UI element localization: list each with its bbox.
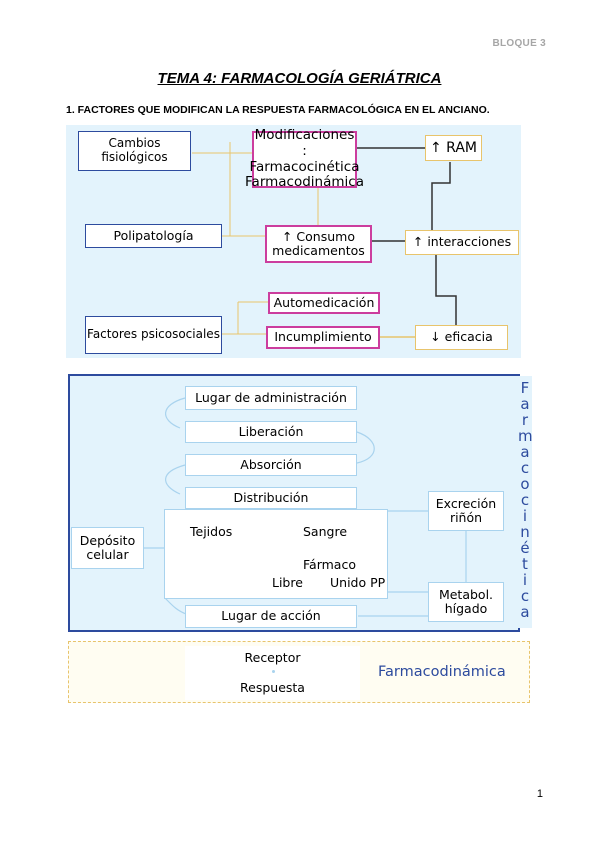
farmacodinamica-label: Farmacodinámica <box>245 174 364 191</box>
consumo-medicamentos-box: ↑ Consumo medicamentos <box>265 225 372 263</box>
header-bloque: BLOQUE 3 <box>492 38 546 49</box>
lugar-administracion-box: Lugar de administración <box>185 386 357 410</box>
vertical-letter: r <box>521 411 529 429</box>
vertical-letter: F <box>520 379 530 397</box>
absorcion-box: Absorción <box>185 454 357 476</box>
lugar-accion-box: Lugar de acción <box>185 605 357 628</box>
vertical-letter: a <box>520 603 530 621</box>
tejidos-sangre-box <box>164 509 388 599</box>
libre-label: Libre <box>272 575 303 590</box>
vertical-letter: c <box>520 587 530 605</box>
modificaciones-label: Modificaciones : <box>254 127 355 159</box>
vertical-letter: a <box>520 443 530 461</box>
respuesta-label: Respuesta <box>240 680 305 695</box>
unido-pp-label: Unido PP <box>330 575 386 590</box>
farmaco-label: Fármaco <box>303 557 356 572</box>
farmacocinetica-label: Farmacocinética <box>249 158 360 175</box>
vertical-letter: m <box>518 427 533 445</box>
vertical-letter: t <box>522 555 528 573</box>
incumplimiento-box: Incumplimiento <box>266 326 380 349</box>
metabol-higado-box: Metabol. hígado <box>428 582 504 622</box>
farmacodinamica-title: Farmacodinámica <box>378 664 506 680</box>
liberacion-box: Liberación <box>185 421 357 443</box>
cambios-fisiologicos-box: Cambios fisiológicos <box>78 131 191 171</box>
modificaciones-box: Modificaciones : Farmacocinética Farmaco… <box>245 127 364 190</box>
receptor-label: Receptor <box>244 650 301 665</box>
automedicacion-box: Automedicación <box>268 292 380 314</box>
connector-dot <box>272 670 275 673</box>
vertical-letter: a <box>520 395 530 413</box>
factores-psicosociales-box: Factores psicosociales <box>85 316 222 354</box>
ram-box: ↑ RAM <box>425 135 482 161</box>
vertical-letter: i <box>522 507 528 525</box>
vertical-letter: o <box>520 475 530 493</box>
sangre-label: Sangre <box>303 524 348 539</box>
vertical-letter: n <box>520 523 530 541</box>
page-number: 1 <box>536 788 543 800</box>
interacciones-box: ↑ interacciones <box>405 230 519 255</box>
polipatologia-box: Polipatología <box>85 224 222 248</box>
distribucion-box: Distribución <box>185 487 357 509</box>
vertical-label-strip <box>516 376 532 628</box>
page-title: TEMA 4: FARMACOLOGÍA GERIÁTRICA <box>157 70 442 87</box>
vertical-letter: c <box>520 491 530 509</box>
vertical-letter: é <box>520 539 530 557</box>
vertical-letter: c <box>520 459 530 477</box>
section-heading: 1. FACTORES QUE MODIFICAN LA RESPUESTA F… <box>66 104 490 116</box>
tejidos-label: Tejidos <box>190 524 233 539</box>
receptor-respuesta-column <box>185 646 360 700</box>
deposito-celular-box: Depósito celular <box>71 527 144 569</box>
excrecion-rinon-box: Excreción riñón <box>428 491 504 531</box>
vertical-letter: i <box>522 571 528 589</box>
eficacia-box: ↓ eficacia <box>415 325 508 350</box>
